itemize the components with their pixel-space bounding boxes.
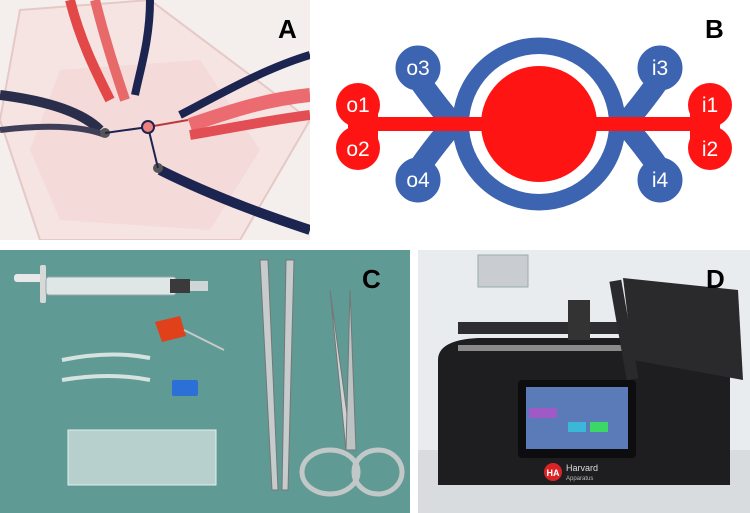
panel-b-label: B	[705, 14, 724, 44]
port-o1-label: o1	[346, 94, 369, 117]
port-o2-label: o2	[346, 138, 369, 161]
brand-line-2: Apparatus	[566, 476, 593, 482]
scissors	[299, 289, 405, 497]
syringe	[14, 265, 208, 303]
chip-slide	[67, 429, 217, 486]
port-i1-label: i1	[702, 94, 718, 117]
port-i3-label: i3	[652, 57, 668, 80]
port-i4-label: i4	[652, 169, 669, 192]
panel-d-label: D	[706, 264, 725, 294]
red-needle	[155, 316, 225, 351]
tools-photo-illustration	[0, 250, 410, 513]
red-channel-network	[336, 66, 732, 182]
ha-logo	[544, 463, 562, 481]
panel-a-label: A	[278, 14, 297, 44]
brand-line-1: Harvard	[566, 463, 598, 473]
chip-photo-illustration	[0, 0, 310, 240]
port-o3-label: o3	[406, 57, 429, 80]
ha-logo-text: HA	[547, 468, 560, 478]
panel-c-photo	[0, 250, 410, 513]
port-o4-label: o4	[406, 169, 430, 192]
port-i2-label: i2	[702, 138, 718, 161]
syringe-pump-illustration: HA Harvard Apparatus	[418, 250, 750, 513]
panel-c-label: C	[362, 264, 381, 294]
panel-d-photo: HA Harvard Apparatus	[418, 250, 750, 513]
blue-blade	[172, 380, 198, 396]
panel-a-photo	[0, 0, 310, 240]
chip-schematic: o1 o2 o3 o4 i1 i2 i3 i4	[318, 0, 750, 240]
tweezers	[259, 259, 295, 491]
panel-b-schematic: o1 o2 o3 o4 i1 i2 i3 i4	[318, 0, 750, 240]
